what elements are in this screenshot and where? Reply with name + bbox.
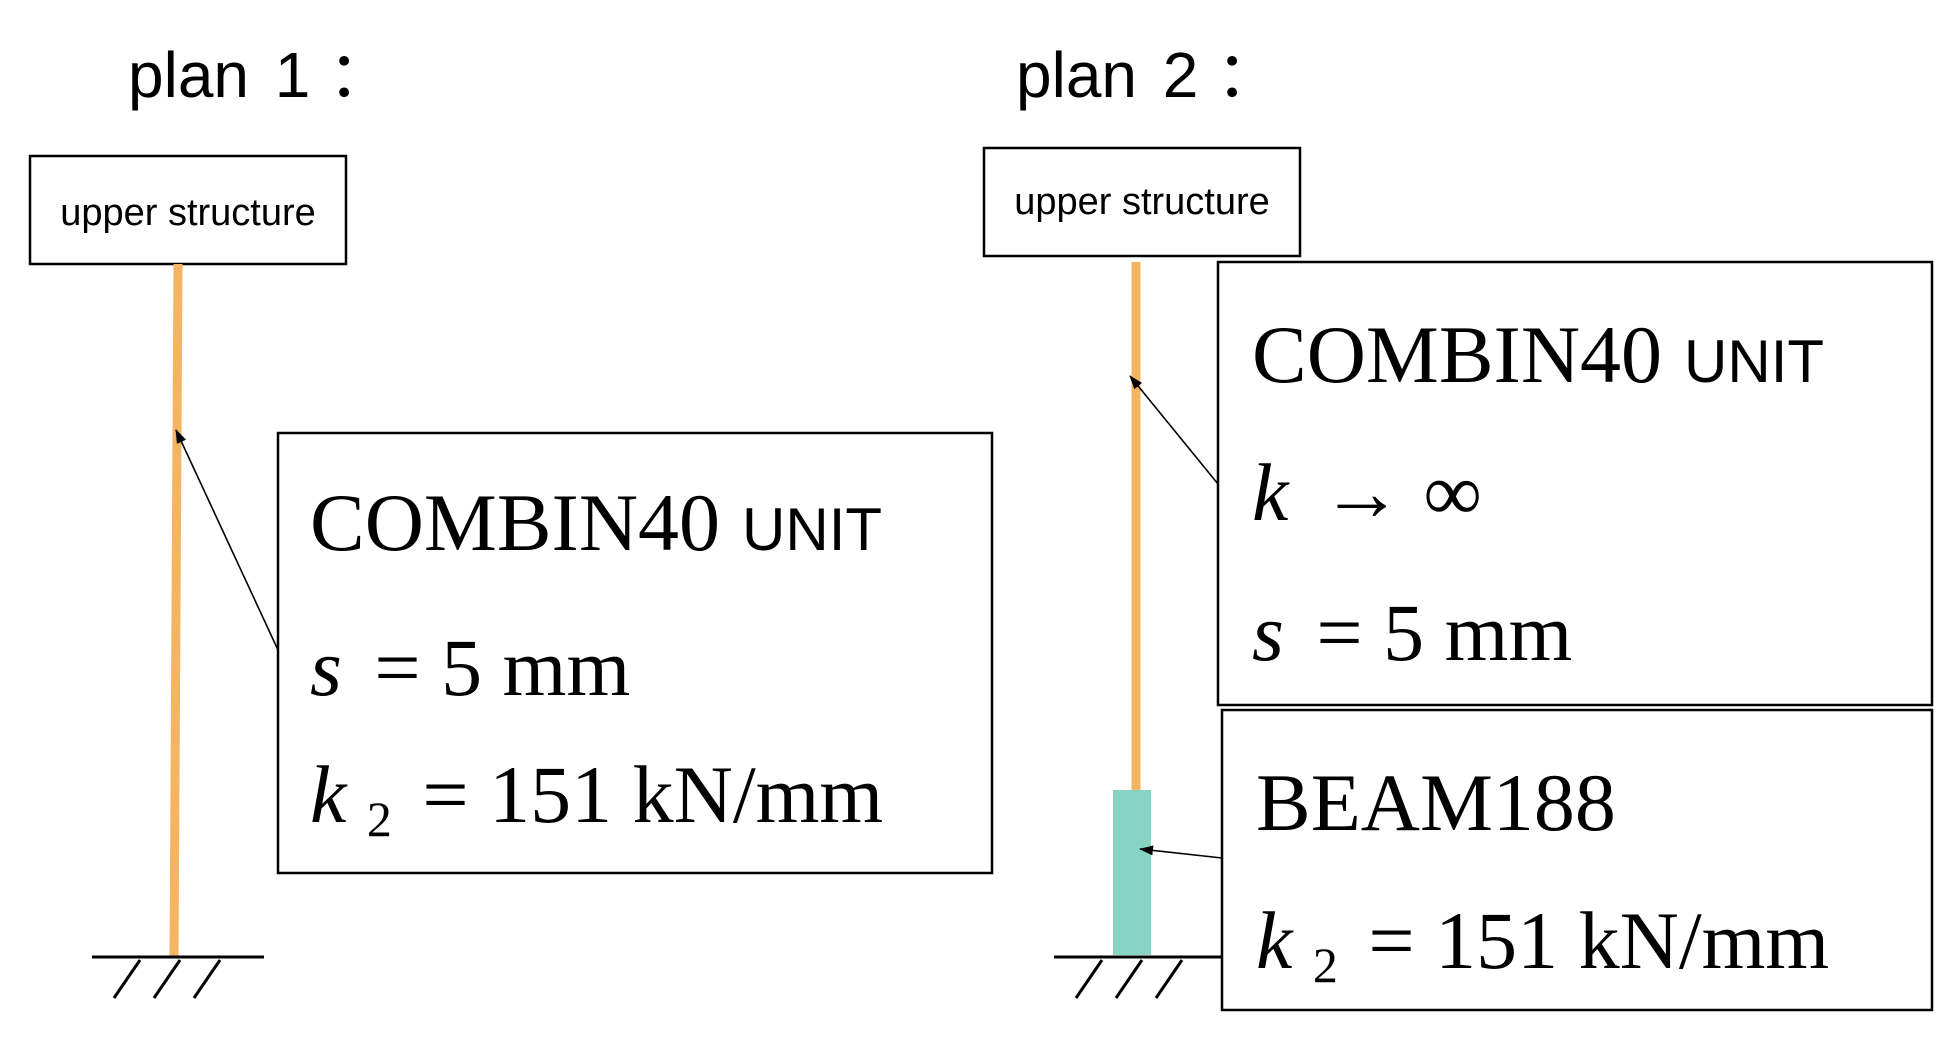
plan2-ground-hatch bbox=[1074, 959, 1104, 999]
plan2-beam188-stiffness-value: = 151 kN/mm bbox=[1368, 895, 1829, 986]
plan1-title-colon: ： bbox=[328, 39, 392, 111]
plan2-combin40-stiffness-symbol: k bbox=[1252, 447, 1290, 538]
plan1-upper-structure-label: upper structure bbox=[60, 192, 316, 234]
plan1-gap-symbol: s bbox=[310, 622, 342, 713]
plan2-title-number: 2 bbox=[1163, 39, 1199, 111]
plan1-stiffness-value: = 151 kN/mm bbox=[422, 749, 883, 840]
plan1-gap-value: = 5 mm bbox=[374, 622, 630, 713]
plan1-ground-hatch bbox=[112, 959, 142, 999]
plan1-property-box bbox=[276, 431, 994, 875]
plan2-combin40-name: COMBIN40 bbox=[1252, 309, 1662, 400]
plan2-gap-line: s = 5 mm bbox=[1252, 587, 1572, 678]
plan1-element-name: COMBIN40 bbox=[310, 477, 720, 568]
plan2-combin40-stiffness-value: → ∞ bbox=[1321, 447, 1482, 538]
plan2-combin40-leader-arrow bbox=[1129, 375, 1219, 485]
plan2-beam188-stiffness-subscript: 2 bbox=[1313, 937, 1338, 993]
plan1-element-line: COMBIN40 UNIT bbox=[310, 477, 882, 568]
plan1-gap-line: s = 5 mm bbox=[310, 622, 630, 713]
plan2-title: plan 2 ： bbox=[1016, 39, 1280, 111]
plan2-ground-hatch bbox=[1114, 959, 1144, 999]
plan1-stiffness-line: k 2 = 151 kN/mm bbox=[310, 749, 883, 854]
plan1-group: plan 1 ： upper structure COMBIN40 UNIT s… bbox=[28, 39, 994, 999]
plan2-beam188-leader-arrow bbox=[1139, 845, 1223, 859]
plan2-beam188-stiffness-symbol: k bbox=[1256, 895, 1294, 986]
plan2-beam188-block bbox=[1113, 790, 1151, 955]
plan1-ground-hatch bbox=[192, 959, 222, 999]
plan2-upper-structure-label: upper structure bbox=[1014, 181, 1270, 223]
plan2-upper-structure-box bbox=[982, 146, 1302, 258]
plan2-gap-symbol: s bbox=[1252, 587, 1284, 678]
plan2-beam188-name: BEAM188 bbox=[1256, 757, 1616, 848]
plan1-upper-structure-box bbox=[28, 154, 348, 266]
plan1-element-unit: UNIT bbox=[742, 496, 882, 563]
plan1-combin40-rod bbox=[169, 263, 183, 957]
plan2-gap-value: = 5 mm bbox=[1316, 587, 1572, 678]
plan2-group: plan 2 ： upper structure COMBIN40 UNIT k bbox=[982, 39, 1934, 1012]
plan1-leader-arrow bbox=[175, 429, 279, 651]
plan2-combin40-unit: UNIT bbox=[1684, 328, 1824, 395]
plan2-combin40-line: COMBIN40 UNIT bbox=[1252, 309, 1824, 400]
plan1-title-word: plan bbox=[128, 39, 249, 111]
plan2-title-colon: ： bbox=[1216, 39, 1280, 111]
plan1-title-number: 1 bbox=[275, 39, 311, 111]
plan2-combin40-stiffness-line: k → ∞ bbox=[1252, 447, 1482, 538]
plan2-ground-hatch bbox=[1154, 959, 1184, 999]
plan1-stiffness-symbol: k bbox=[310, 749, 348, 840]
plan1-fixed-support bbox=[92, 955, 264, 999]
plan1-ground-hatch bbox=[152, 959, 182, 999]
plan2-combin40-property-box bbox=[1216, 260, 1934, 707]
plan1-stiffness-subscript: 2 bbox=[367, 791, 392, 847]
plan2-title-word: plan bbox=[1016, 39, 1137, 111]
plan1-title: plan 1 ： bbox=[128, 39, 392, 111]
plan2-fixed-support bbox=[1054, 955, 1226, 999]
plan2-beam188-stiffness-line: k 2 = 151 kN/mm bbox=[1256, 895, 1829, 1000]
plan2-beam188-property-box bbox=[1220, 708, 1934, 1012]
